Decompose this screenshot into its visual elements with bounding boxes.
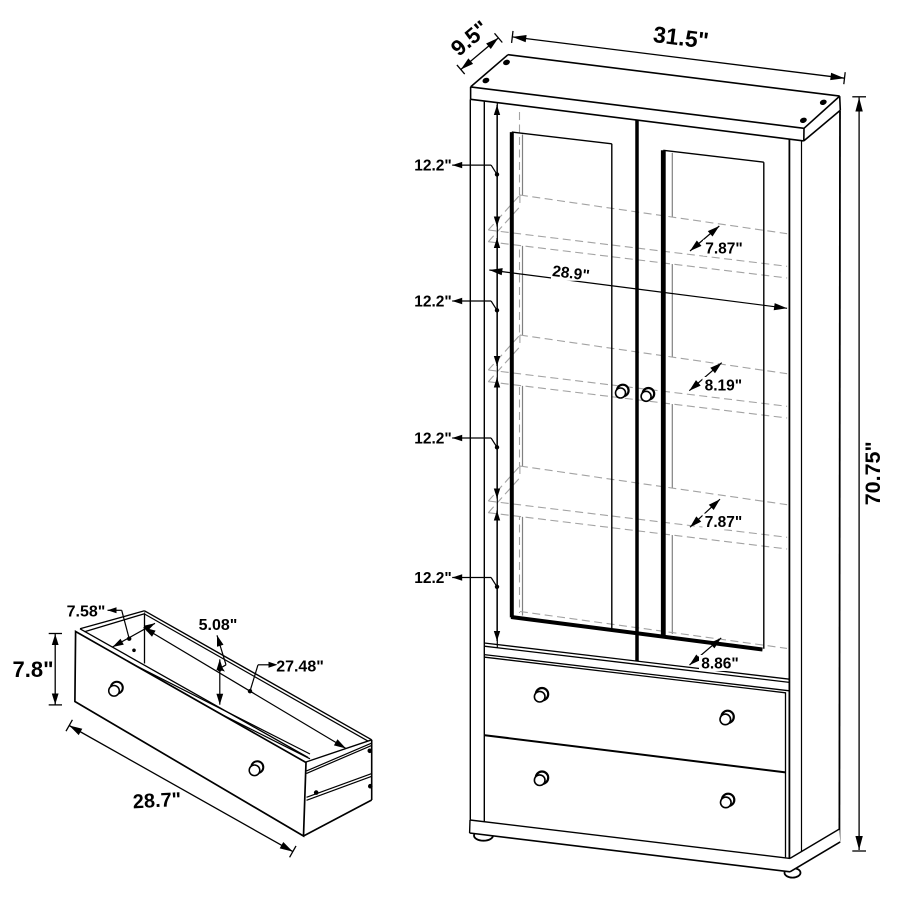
- svg-text:8.19": 8.19": [705, 378, 743, 395]
- svg-text:7.8": 7.8": [12, 657, 53, 682]
- svg-text:12.2": 12.2": [414, 570, 452, 587]
- svg-text:5.08": 5.08": [199, 617, 238, 634]
- svg-text:8.86": 8.86": [701, 656, 739, 673]
- svg-text:12.2": 12.2": [414, 294, 452, 311]
- svg-text:12.2": 12.2": [414, 158, 452, 175]
- svg-text:7.58": 7.58": [67, 604, 106, 621]
- svg-text:27.48": 27.48": [276, 659, 324, 676]
- svg-text:12.2": 12.2": [414, 431, 452, 448]
- svg-text:28.9": 28.9": [551, 263, 590, 285]
- svg-text:70.75": 70.75": [861, 441, 885, 505]
- svg-text:28.7": 28.7": [132, 789, 182, 814]
- svg-text:7.87": 7.87": [705, 514, 743, 531]
- svg-text:7.87": 7.87": [705, 240, 743, 257]
